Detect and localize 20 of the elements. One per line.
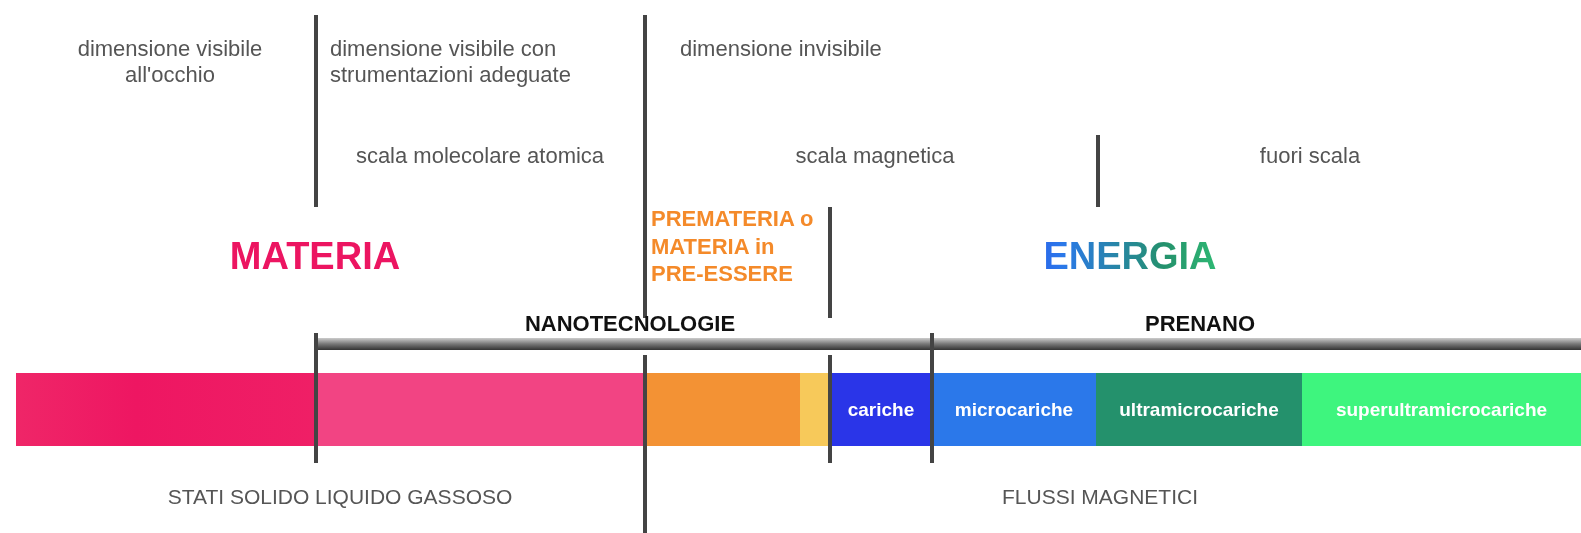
- spectrum-segment: [316, 373, 645, 446]
- spectrum-segment: microcariche: [932, 373, 1096, 446]
- spectrum-segment: cariche: [830, 373, 932, 446]
- spectrum-segment: superultramicrocariche: [1302, 373, 1581, 446]
- spectrum-segment: ultramicrocariche: [1096, 373, 1302, 446]
- bracket-label: NANOTECNOLOGIE: [523, 311, 737, 338]
- scale-label: scala molecolare atomica: [354, 143, 606, 170]
- bracket-label: PRENANO: [1144, 311, 1256, 338]
- spectrum-segment: [16, 373, 316, 446]
- category-title: PREMATERIA o MATERIA in PRE-ESSERE: [651, 205, 815, 288]
- state-label: FLUSSI MAGNETICI: [1001, 484, 1199, 510]
- scale-label: dimensione visibile all'occhio: [76, 36, 264, 89]
- scale-label: fuori scala: [1258, 143, 1362, 170]
- spectrum-segment: [800, 373, 830, 446]
- state-label: STATI SOLIDO LIQUIDO GASSOSO: [166, 484, 514, 510]
- scale-label: dimensione invisibile: [680, 36, 883, 63]
- scale-label: scala magnetica: [794, 143, 956, 170]
- category-title: MATERIA: [228, 234, 402, 279]
- spectrum-segment: [645, 373, 800, 446]
- scale-label: dimensione visibile con strumentazioni adeguate: [330, 36, 572, 89]
